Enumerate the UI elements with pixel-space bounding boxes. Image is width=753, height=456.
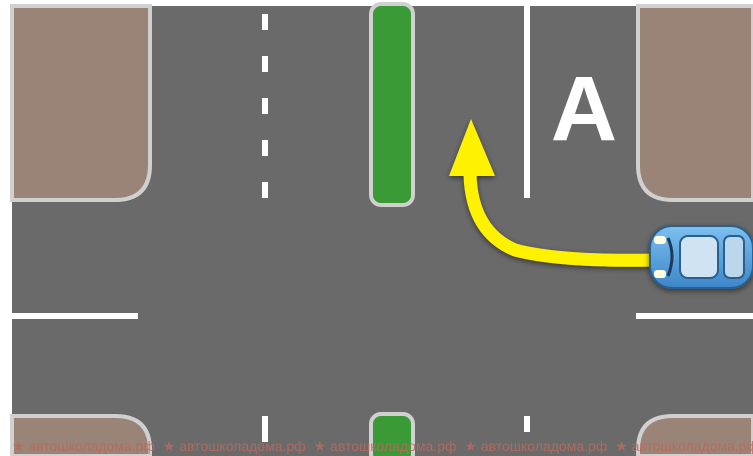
car-icon	[650, 226, 753, 288]
stop-line-left	[12, 313, 138, 319]
watermark-text: ★ автошколадома.рф	[314, 438, 457, 454]
watermark-text: ★ автошколадома.рф	[615, 438, 753, 454]
lane-letter: A	[551, 58, 617, 160]
watermark-text: ★ автошколадома.рф	[464, 438, 607, 454]
solid-lane-line-top	[524, 6, 530, 198]
watermark-text: ★ автошколадома.рф	[163, 438, 306, 454]
lane-line-bottom-right	[524, 416, 530, 432]
watermark: ★ автошколадома.рф ★ автошколадома.рф ★ …	[12, 436, 753, 456]
median-top	[371, 4, 413, 205]
sidewalk-top-left	[12, 6, 150, 200]
stop-line-right	[636, 313, 753, 319]
sidewalk-top-right	[638, 6, 753, 200]
watermark-text: ★ автошколадома.рф	[12, 438, 155, 454]
